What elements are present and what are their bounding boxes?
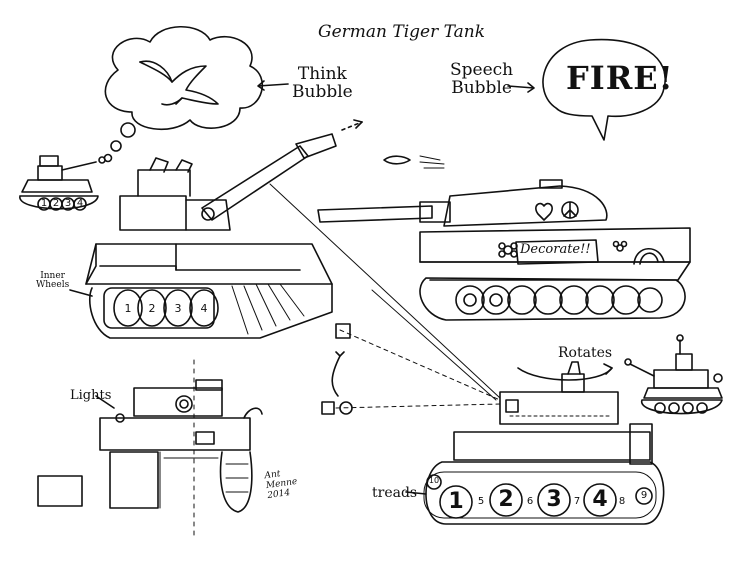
- hatch-open: [149, 157, 169, 173]
- front-tank-wheel-number: 1: [124, 302, 132, 315]
- inner-wheels-label-line1: Inner: [40, 271, 65, 281]
- think-arrow: [257, 80, 289, 91]
- small-wheel-number: 5: [477, 496, 485, 507]
- dove-icon: [139, 60, 219, 106]
- front-tank-wheel-number: 3: [174, 302, 182, 315]
- artist-signature: Ant Menne 2014: [264, 468, 299, 502]
- big-wheel-number: 3: [546, 487, 562, 512]
- turret-main: [185, 199, 231, 231]
- rotates-label: Rotates: [558, 345, 613, 361]
- front-tread: [88, 283, 333, 339]
- think-bubble-label-line1: Think: [297, 64, 347, 84]
- speech-bubble-label-line1: Speech: [450, 60, 514, 80]
- small-tank-wheel-number: 2: [52, 198, 60, 209]
- speech-bubble-label: Speech Bubble: [450, 60, 514, 98]
- front-tank: [85, 119, 363, 339]
- big-wheel-number: 1: [448, 489, 464, 514]
- inner-wheels-label-line2: Wheels: [36, 280, 70, 291]
- inner-wheels-pointer: [69, 289, 93, 297]
- front-tank-wheels: [113, 289, 219, 327]
- small-tank-right: [624, 334, 723, 415]
- small-wheel-number: 9: [640, 490, 648, 501]
- small-wheel-number: 6: [526, 496, 534, 507]
- peace-sign-icon: [561, 201, 579, 219]
- bullet-icon: [383, 155, 445, 169]
- treads-pointer: [405, 491, 427, 495]
- decorate-box: [515, 239, 599, 265]
- page-title: German Tiger Tank: [318, 22, 486, 42]
- lights-pointer: [95, 395, 115, 409]
- small-wheel-number: 8: [618, 496, 626, 507]
- speech-bubble: [542, 38, 667, 141]
- inner-wheels-label: Inner Wheels: [36, 271, 70, 291]
- front-tank-wheel-number: 2: [148, 302, 156, 315]
- think-bubble: [103, 25, 264, 163]
- profile-tank-wheels: [426, 474, 653, 519]
- small-wheel-number: 10: [428, 476, 440, 485]
- speech-bubble-label-line2: Bubble: [451, 77, 512, 98]
- heart-icon: [535, 202, 553, 221]
- barrel: [201, 145, 309, 221]
- hull: [85, 243, 333, 285]
- small-tank-wheel-number: 4: [76, 198, 84, 209]
- decorated-tank: [317, 179, 691, 321]
- rainbow-icon: [633, 247, 665, 265]
- lights-label: Lights: [70, 388, 112, 403]
- speech-arrow: [507, 82, 535, 93]
- profile-tank: [423, 361, 665, 525]
- small-wheel-number: 7: [573, 496, 581, 507]
- decorate-label: Decorate!!: [520, 242, 591, 257]
- treads-label: treads: [372, 485, 418, 501]
- big-wheel-number: 2: [498, 487, 514, 512]
- small-tank-left: [19, 155, 106, 211]
- rear-view-tank: [37, 359, 263, 541]
- big-wheel-number: 4: [592, 487, 608, 512]
- fire-speech-text: FIRE!: [566, 59, 674, 97]
- small-tank-wheel-number: 3: [64, 198, 72, 209]
- think-bubble-label-line2: Bubble: [292, 81, 353, 102]
- think-bubble-label: Think Bubble: [292, 64, 353, 102]
- small-tank-wheel-number: 1: [40, 198, 48, 209]
- front-tank-wheel-number: 4: [200, 302, 208, 315]
- decorated-tread: [419, 277, 686, 321]
- rotating-diagram: [269, 183, 501, 415]
